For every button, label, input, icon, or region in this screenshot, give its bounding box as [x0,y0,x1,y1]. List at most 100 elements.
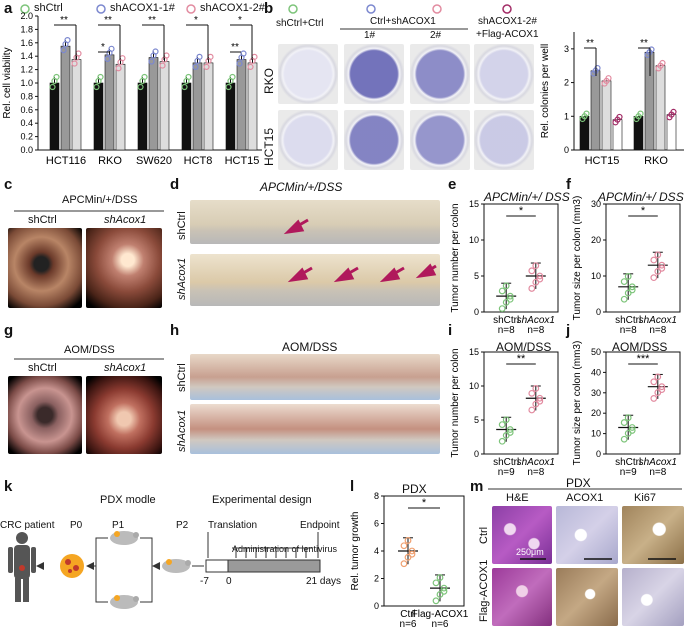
panel-c-label: c [4,176,13,193]
y-axis-label: Rel. tumor growth [350,512,361,591]
x-tick-label: HCT116 [46,155,86,167]
data-point [620,435,628,443]
data-point [60,47,67,54]
y-tick-label: 20 [591,235,601,245]
endpoint-label: Endpoint [300,520,340,531]
data-point [203,63,210,71]
x-tick-label: RKO [98,155,122,167]
title-rule [14,358,164,360]
colon-image-aom-shacox1 [190,404,440,454]
y-axis-label: Tumor size per colon (mm3) [572,341,583,466]
x-tick-label: shCtrl [493,315,519,326]
n-label: n=6 [432,619,449,630]
data-point [196,53,203,60]
sig-label: *** [637,353,651,365]
panel-g-label: g [4,322,14,339]
sig-label: ** [231,42,239,53]
data-point [628,286,636,294]
y-tick-label: 1.2 [20,65,33,75]
x-tick-label: RKO [644,155,668,167]
data-point [498,437,506,445]
col-header-shctrl-ctrl: shCtrl+Ctrl [276,18,324,29]
x-tick-label: shAcox1 [517,457,555,468]
sig-label: ** [586,38,594,49]
data-point [536,394,544,402]
data-point [650,274,658,282]
data-point [225,83,232,91]
pdx-header: PDX modle [100,494,156,506]
data-point [506,429,514,436]
data-point [658,386,666,394]
col-header-2: 2# [430,30,442,41]
design-header: Experimental design [212,494,312,506]
mouse-icon [110,595,139,609]
timeline-treatment [227,559,321,573]
data-point [498,305,506,313]
stage-p1: P1 [112,520,125,531]
bar [579,115,590,151]
data-point [624,273,632,280]
y-tick-label: 0 [596,307,601,317]
colony-dish [278,110,338,170]
admin-label: Administration of lentivirus [232,544,338,554]
histology-acox1-ctrl [556,506,618,564]
y-tick-label: 0.6 [20,105,33,115]
y-axis-label: Rel. colonies per well [540,44,551,139]
histology-acox1-flag [556,568,618,626]
panel-j-label: j [566,322,571,339]
data-point [159,62,166,69]
panel-i-label: i [448,322,453,339]
data-point [432,579,440,587]
stage-p0: P0 [70,520,83,531]
data-point [506,426,514,433]
data-point [247,63,254,71]
data-point [659,59,666,67]
panel-e-label: e [448,176,457,193]
data-point [528,406,536,414]
arrow-icon [152,562,160,570]
tumor-tissue-icon [60,554,84,578]
pdx-schematic [8,531,321,609]
x-tick-label: HCT15 [225,155,260,167]
endoscopy-image-shacox1 [86,228,162,308]
sig-label: * [641,205,646,217]
y-tick-label: 10 [591,429,601,439]
endoscopy-image-aom-shctrl [8,376,82,454]
panel-h-label: h [170,322,180,339]
data-point [440,584,448,592]
sig-label: ** [640,38,648,49]
data-point [528,267,536,275]
arrow-icon [333,267,355,283]
panel-c-title: APCMin/+/DSS [62,194,138,206]
x-tick-label: Ctrl [400,609,416,620]
arrow-icon [415,263,437,279]
title-rule [14,210,164,212]
y-tick-label: 0 [596,449,601,459]
translation-label: Translation [208,520,258,531]
colony-dish [474,44,534,104]
panel-g-sub-shacox1: shAcox1 [104,362,147,374]
y-tick-label: 2.0 [20,11,33,21]
data-point [108,45,115,52]
y-tick-label: 10 [469,381,479,391]
n-label: n=9 [498,467,515,478]
scale-bars [520,558,676,560]
y-tick-label: 0 [474,307,479,317]
panel-m-label: m [470,478,484,495]
colony-dish [474,110,534,170]
data-point [49,83,56,91]
data-point [104,55,111,62]
colony-dish [344,44,404,104]
legend-marker-shctrl [20,4,30,14]
legend-marker-shacox1-2 [186,4,196,14]
patient-icon [8,532,36,602]
histology-he-ctrl [492,506,552,564]
data-point [658,383,666,391]
data-point [436,574,444,581]
x-tick-label: SW620 [136,155,172,167]
data-point [408,547,416,555]
